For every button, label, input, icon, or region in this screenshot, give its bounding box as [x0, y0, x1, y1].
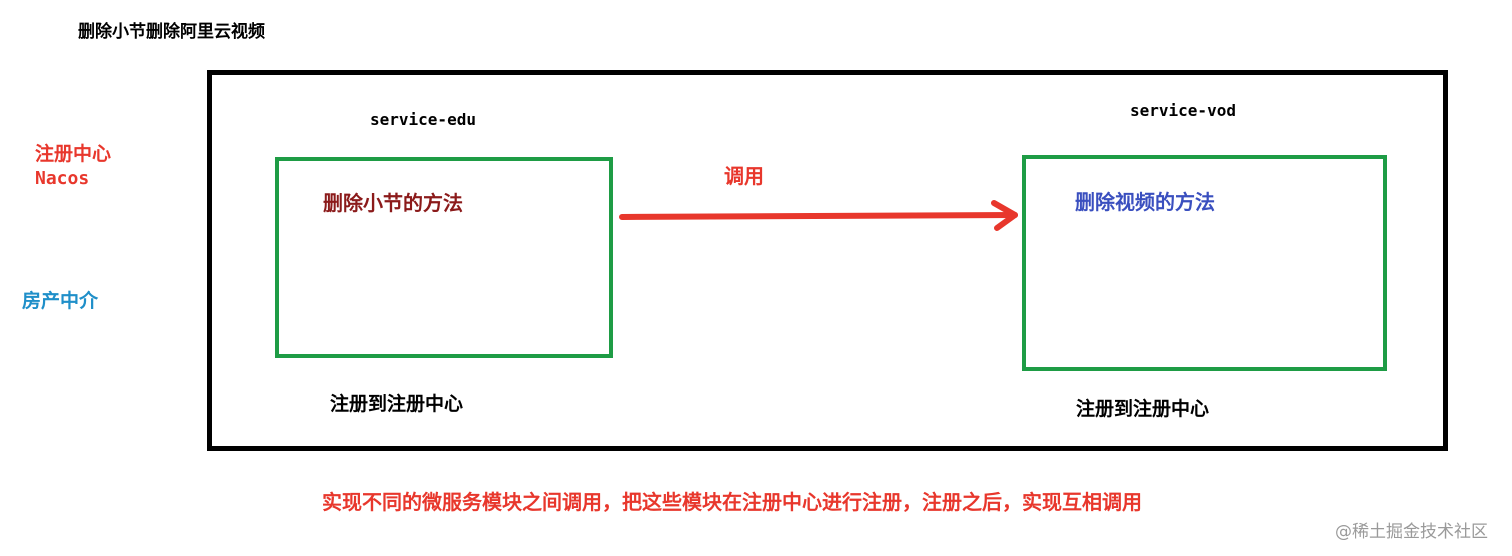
registry-frame: [207, 70, 1448, 451]
summary-text: 实现不同的微服务模块之间调用，把这些模块在注册中心进行注册，注册之后，实现互相调…: [322, 490, 1142, 514]
service-edu-label: service-edu: [370, 110, 476, 129]
real-estate-agency-label: 房产中介: [22, 290, 99, 312]
service-edu-register-note: 注册到注册中心: [330, 393, 464, 415]
service-edu-box: [275, 157, 613, 358]
registry-center-label: 注册中心: [35, 143, 112, 165]
invoke-label: 调用: [724, 164, 764, 188]
nacos-label: Nacos: [35, 168, 90, 189]
delete-video-method-label: 删除视频的方法: [1075, 190, 1215, 214]
page-title: 删除小节删除阿里云视频: [78, 22, 265, 42]
watermark: @稀土掘金技术社区: [1335, 522, 1488, 542]
service-vod-register-note: 注册到注册中心: [1076, 398, 1210, 420]
delete-section-method-label: 删除小节的方法: [323, 191, 463, 215]
service-vod-label: service-vod: [1130, 101, 1236, 120]
service-vod-box: [1022, 155, 1387, 371]
